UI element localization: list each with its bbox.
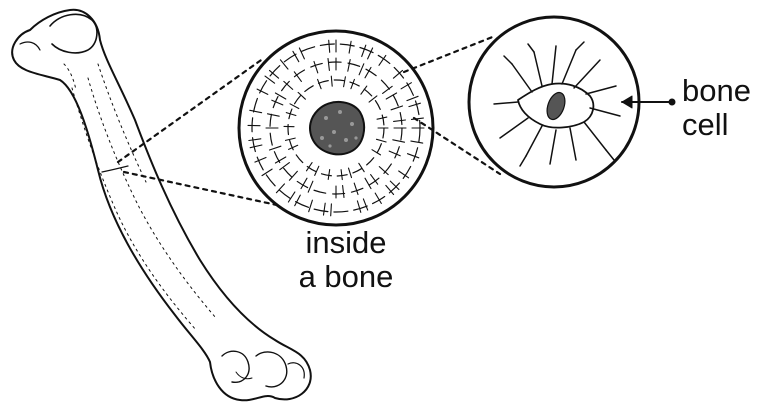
bone-cell-arrow <box>622 96 675 108</box>
bone-cell-icon <box>469 17 639 187</box>
inside-a-bone-label-line1: inside <box>288 226 404 260</box>
bone-cell-label: bone cell <box>682 74 751 142</box>
bone-cell-label-line1: bone <box>682 74 751 108</box>
inside-a-bone-label: inside a bone <box>288 226 404 294</box>
bone-cell-label-line2: cell <box>682 108 751 142</box>
inside-a-bone-label-line2: a bone <box>288 260 404 294</box>
cross-section-icon <box>239 31 433 225</box>
